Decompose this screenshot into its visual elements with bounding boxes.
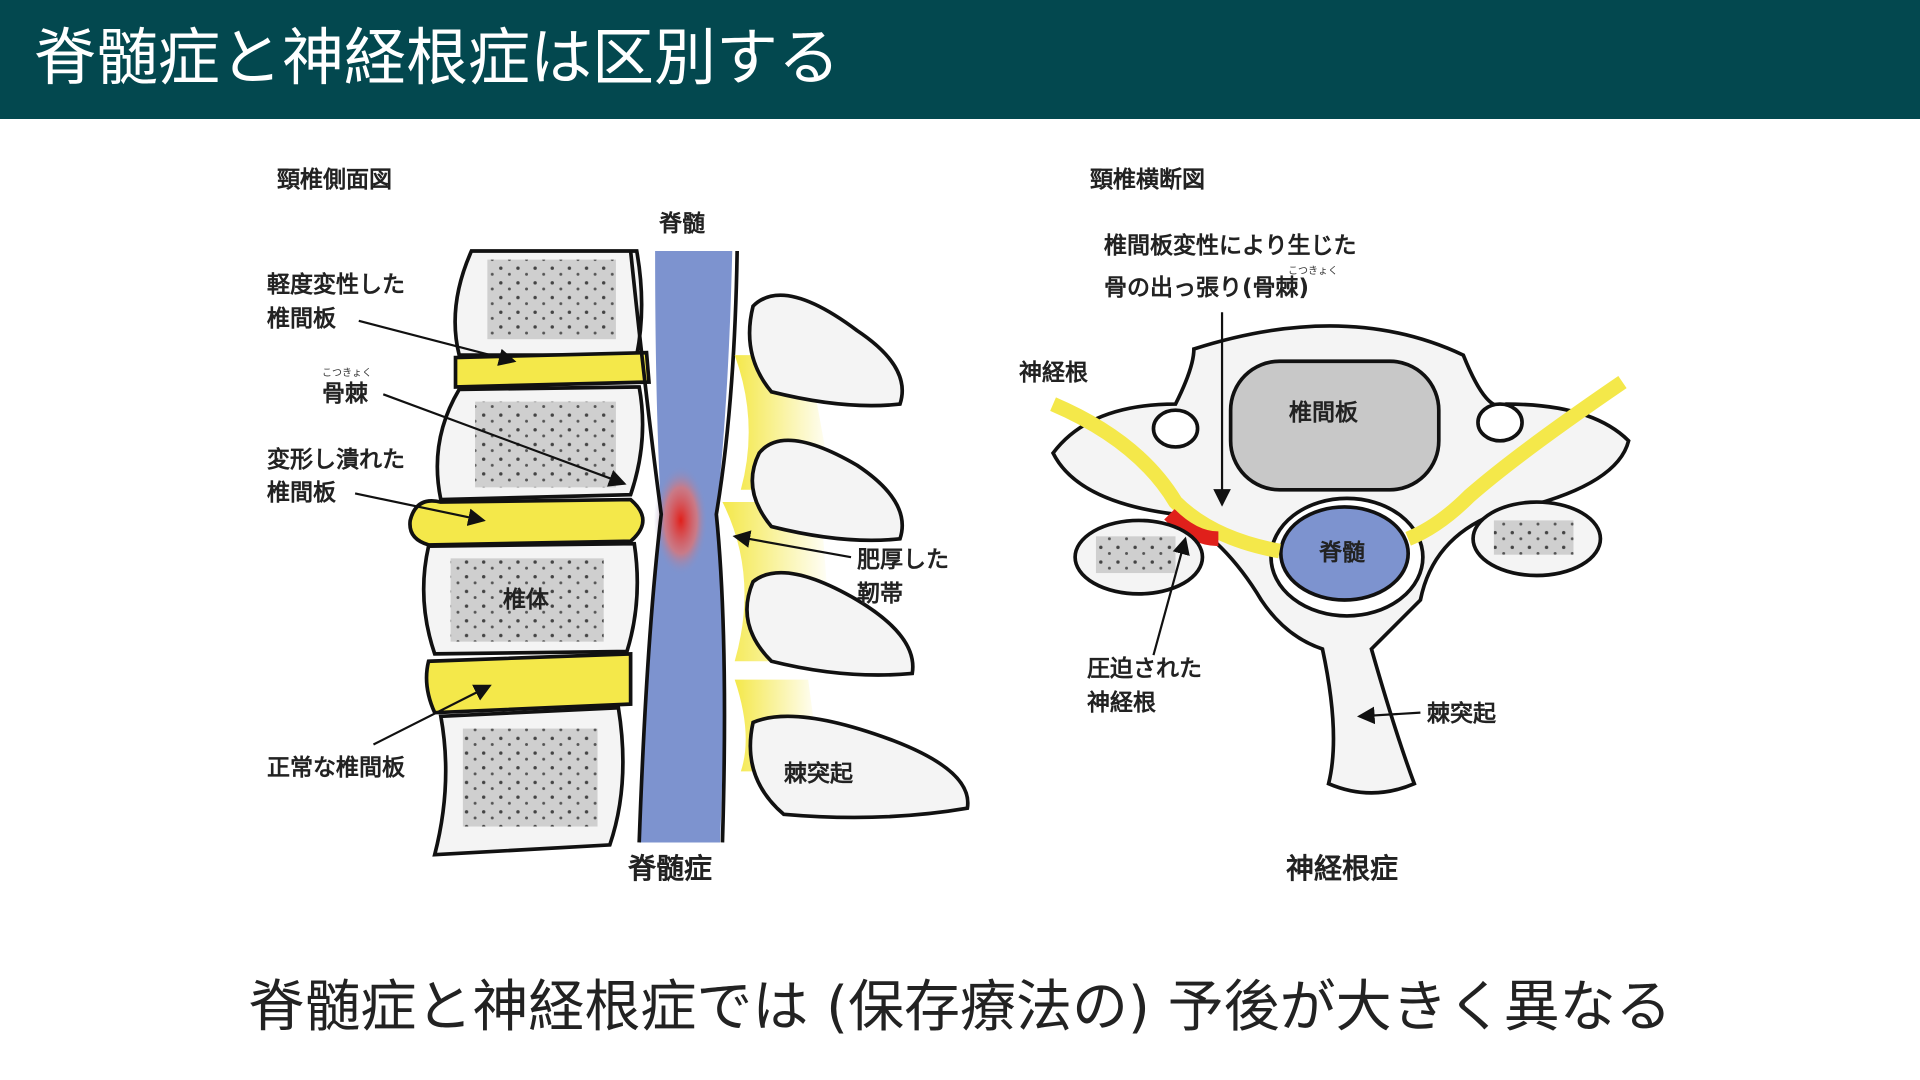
osteophyte-reading: こつきょく — [322, 368, 372, 379]
crushed-disc-label-line1: 変形し潰れた — [267, 447, 405, 473]
mild-disc-label-line2: 椎間板 — [267, 306, 336, 332]
osteophyte-reading-right: こつきょく — [1288, 266, 1338, 277]
osteophyte-note-line1: 椎間板変性により生じた — [1104, 233, 1357, 259]
compressed-root-label-line2: 神経根 — [1087, 690, 1156, 716]
osteophyte-label: 骨棘 — [322, 381, 368, 407]
compressed-root-label-line1: 圧迫された — [1087, 656, 1202, 682]
cross-section-heading: 頸椎横断図 — [1090, 167, 1205, 193]
lateral-view-heading: 頸椎側面図 — [277, 167, 392, 193]
nerve-root-label: 神経根 — [1019, 360, 1088, 386]
radiculopathy-caption: 神経根症 — [1286, 852, 1399, 885]
spinous-process-label: 棘突起 — [784, 761, 853, 787]
slide-caption: 脊髄症と神経根症では (保存療法の) 予後が大きく異なる — [248, 975, 1672, 1040]
cross-section-illustration — [1050, 312, 1631, 795]
spinal-cord-cross-label: 脊髄 — [1319, 540, 1365, 566]
spinal-cord-label: 脊髄 — [659, 211, 705, 237]
ligament-label-line1: 肥厚した — [857, 547, 949, 573]
myelopathy-caption: 脊髄症 — [628, 852, 713, 885]
disc-label: 椎間板 — [1289, 400, 1358, 426]
osteophyte-note-line2: 骨の出っ張り(骨棘) — [1104, 275, 1310, 301]
lateral-spine-illustration — [354, 249, 970, 857]
spinal-cord-cross-section — [1278, 505, 1411, 602]
vertebral-body-label: 椎体 — [503, 587, 549, 613]
normal-disc-label: 正常な椎間板 — [267, 755, 405, 781]
slide-title: 脊髄症と神経根症は区別する — [34, 21, 841, 94]
slide-header: 脊髄症と神経根症は区別する — [0, 0, 1920, 119]
ligament-label-line2: 靭帯 — [857, 581, 903, 607]
compression-highlight — [653, 465, 708, 576]
spinous-process-cross-label: 棘突起 — [1427, 701, 1496, 727]
crushed-disc-label-line2: 椎間板 — [267, 480, 336, 506]
mild-disc-label-line1: 軽度変性した — [267, 272, 405, 298]
